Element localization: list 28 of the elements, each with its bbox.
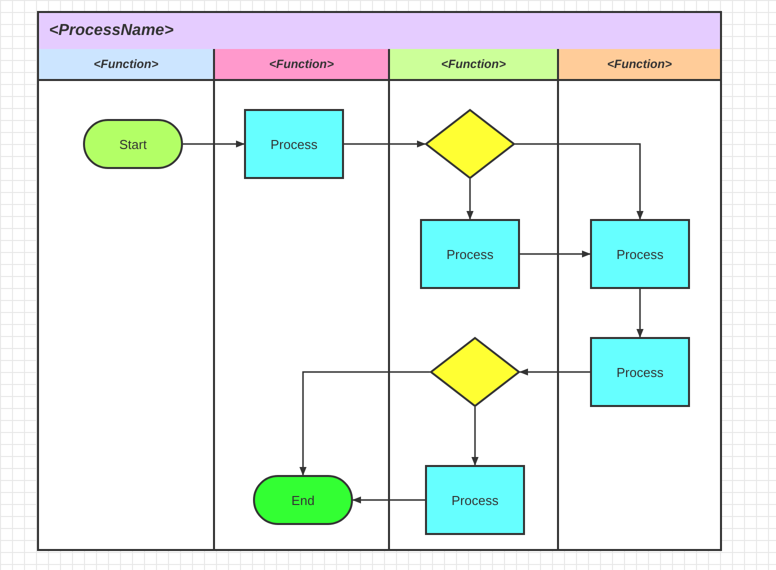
arrow	[636, 289, 644, 338]
swimlane	[215, 49, 390, 549]
arrow	[471, 407, 479, 466]
swimlane	[39, 49, 215, 549]
arrow	[520, 250, 591, 258]
process-box: Process	[590, 337, 690, 407]
lane-header: <Function>	[39, 49, 213, 81]
decision-diamond	[430, 337, 520, 407]
lane-header: <Function>	[390, 49, 557, 81]
lane-header: <Function>	[559, 49, 720, 81]
process-box: Process	[244, 109, 344, 179]
arrow	[344, 140, 426, 148]
arrow	[515, 143, 644, 220]
arrow	[352, 496, 425, 504]
arrow	[466, 179, 474, 220]
swimlane	[390, 49, 559, 549]
pool-frame	[37, 11, 722, 551]
arrow	[519, 368, 590, 376]
process-box: Process	[590, 219, 690, 289]
arrow	[183, 140, 245, 148]
process-box: Process	[425, 465, 525, 535]
lane-header: <Function>	[215, 49, 388, 81]
pool-title: <ProcessName>	[39, 13, 720, 51]
arrow	[299, 371, 430, 476]
decision-diamond	[425, 109, 515, 179]
terminal-shape: Start	[83, 119, 183, 169]
process-box: Process	[420, 219, 520, 289]
terminal-shape: End	[253, 475, 353, 525]
